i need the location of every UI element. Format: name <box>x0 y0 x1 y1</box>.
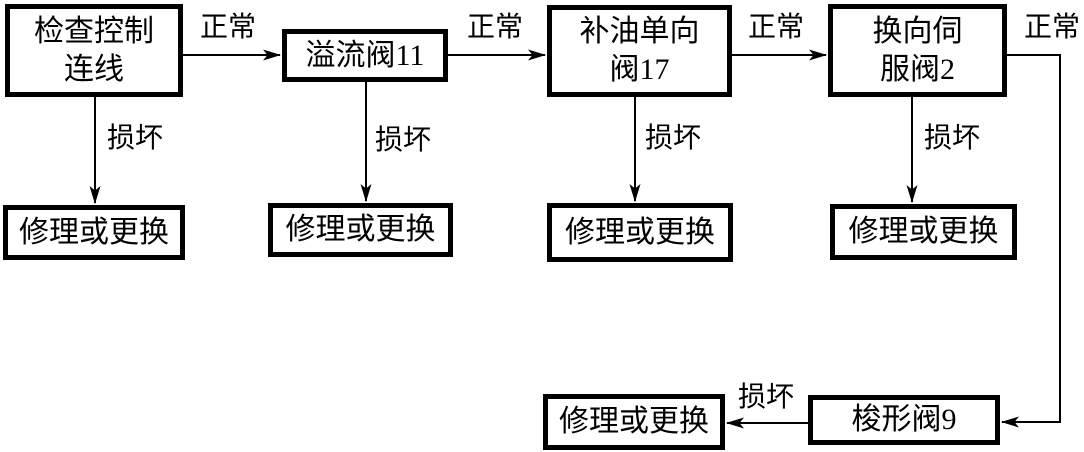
edge-label-damaged-5: 损坏 <box>738 382 795 413</box>
node-label-line: 换向伺 <box>872 14 963 48</box>
node-repair-or-replace-3: 修理或更换 <box>547 203 733 262</box>
node-shuttle-valve-9: 梭形阀9 <box>808 395 1000 445</box>
node-repair-or-replace-1: 修理或更换 <box>3 205 185 260</box>
node-label-line: 溢流阀11 <box>305 38 425 72</box>
node-label-line: 修理或更换 <box>285 213 436 246</box>
node-repair-or-replace-5: 修理或更换 <box>543 394 725 450</box>
node-label-line: 检查控制 <box>34 14 154 48</box>
edge-label-damaged-1: 损坏 <box>107 123 164 154</box>
arrow-servo-to-shuttle <box>1001 54 1061 428</box>
node-label-line: 连线 <box>64 52 124 86</box>
edge-label-normal-1: 正常 <box>200 12 257 43</box>
node-repair-or-replace-4: 修理或更换 <box>830 204 1017 260</box>
node-label-line: 阀17 <box>609 53 670 86</box>
node-label-line: 补油单向 <box>579 15 700 48</box>
node-makeup-check-valve-17: 补油单向 阀17 <box>547 5 732 97</box>
node-check-control-wiring: 检查控制 连线 <box>5 4 183 97</box>
node-relief-valve-11: 溢流阀11 <box>282 29 448 82</box>
node-label-line: 修理或更换 <box>19 215 169 249</box>
node-label-line: 修理或更换 <box>565 215 715 249</box>
edge-label-damaged-2: 损坏 <box>375 125 432 156</box>
node-repair-or-replace-2: 修理或更换 <box>268 203 453 257</box>
node-label-line: 梭形阀9 <box>851 403 957 436</box>
edge-label-normal-3: 正常 <box>748 12 805 43</box>
node-label-line: 修理或更换 <box>559 405 709 438</box>
edge-label-normal-2: 正常 <box>467 12 524 43</box>
edge-label-normal-4: 正常 <box>1024 12 1081 43</box>
node-directional-servo-valve-2: 换向伺 服阀2 <box>828 4 1007 97</box>
edge-label-damaged-3: 损坏 <box>645 123 702 154</box>
node-label-line: 服阀2 <box>880 52 955 86</box>
node-label-line: 修理或更换 <box>848 215 999 248</box>
edge-label-damaged-4: 损坏 <box>924 123 981 154</box>
